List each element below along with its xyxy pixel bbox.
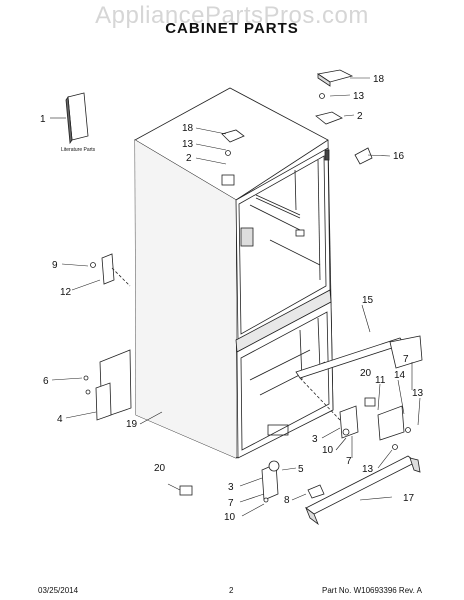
callout-13-bottom: 13: [362, 464, 374, 475]
callout-16: 16: [393, 151, 405, 162]
top-hinge-left: [221, 129, 245, 143]
callout-1: 1: [40, 114, 46, 125]
callout-9: 9: [52, 260, 58, 271]
callout-12: 12: [60, 287, 72, 298]
callout-15: 15: [362, 295, 374, 306]
callout-3-left: 3: [228, 482, 234, 493]
side-bracket: [83, 349, 132, 421]
footer-date: 03/25/2014: [38, 586, 79, 595]
callout-20-left: 20: [154, 463, 166, 474]
callout-20-right: 20: [360, 368, 372, 379]
callout-13-top: 13: [353, 91, 365, 102]
callout-13-right: 13: [412, 388, 424, 399]
cabinet: [134, 87, 334, 459]
callout-7-right: 7: [403, 354, 409, 365]
hinge-cover: [354, 147, 373, 165]
grille-clip: [307, 484, 325, 499]
screw-top-right: [319, 93, 325, 99]
base-grille: [305, 455, 421, 526]
callout-3-right: 3: [312, 434, 318, 445]
footer-part-number: Part No. W10693396 Rev. A: [322, 586, 422, 595]
literature-label: Literature Parts: [61, 147, 96, 153]
top-hinge-right: [316, 69, 354, 87]
callout-7-left: 7: [228, 498, 234, 509]
literature-booklet: [65, 92, 89, 145]
callout-2-left: 2: [186, 153, 192, 164]
callout-6: 6: [43, 376, 49, 387]
callout-5: 5: [298, 464, 304, 475]
callout-7-mid: 7: [346, 456, 352, 467]
callout-19: 19: [126, 419, 138, 430]
callout-4: 4: [57, 414, 63, 425]
hinge-bracket-right: [315, 111, 343, 125]
callout-18-left: 18: [182, 123, 194, 134]
leveling-leg: [268, 460, 280, 472]
watermark: AppliancePartsPros.com: [95, 2, 369, 29]
callout-8: 8: [284, 495, 290, 506]
right-bracket: [377, 405, 411, 450]
door-stop: [90, 253, 131, 287]
spacer-left: [179, 485, 193, 496]
callout-10-left: 10: [224, 512, 236, 523]
callout-18-top: 18: [373, 74, 385, 85]
screw-top-left: [225, 150, 231, 156]
callout-2-top: 2: [357, 111, 363, 122]
roller-right: [339, 405, 359, 439]
footer-page: 2: [229, 586, 234, 595]
callout-13-left: 13: [182, 139, 194, 150]
spacer-right: [364, 397, 376, 407]
crossbar: [295, 335, 423, 421]
page-title: CABINET PARTS: [165, 20, 299, 37]
callout-17: 17: [403, 493, 415, 504]
callout-14: 14: [394, 370, 406, 381]
callout-10-right: 10: [322, 445, 334, 456]
callout-11: 11: [375, 375, 386, 386]
